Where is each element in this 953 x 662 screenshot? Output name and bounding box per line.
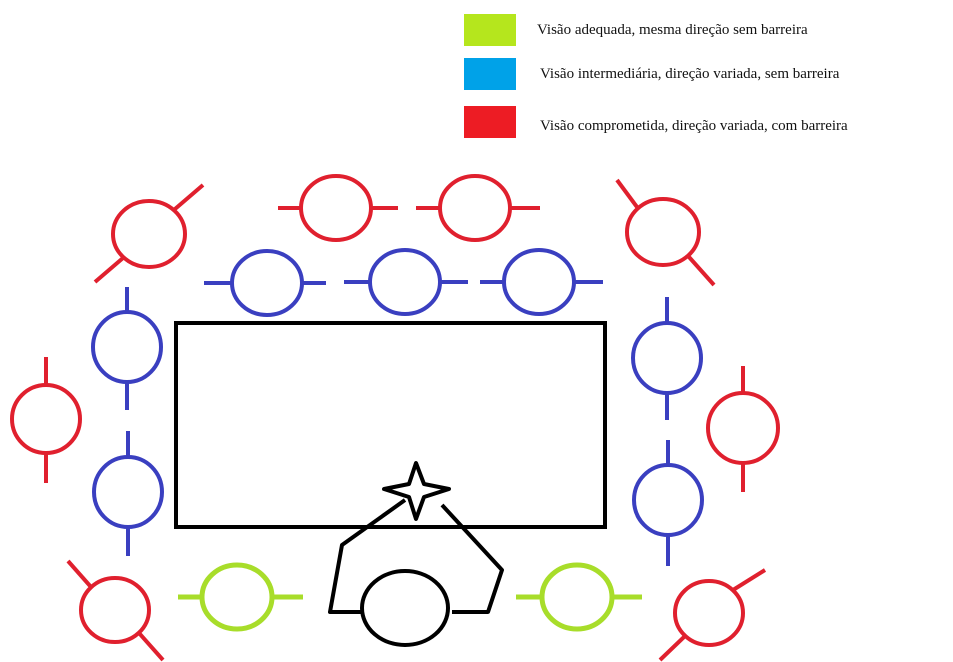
table-rectangle — [174, 321, 607, 529]
star-icon — [382, 461, 451, 521]
legend-label-compromised: Visão comprometida, direção variada, com… — [540, 118, 848, 134]
seat-compromised — [658, 568, 767, 662]
instructor-head — [360, 569, 450, 647]
legend-swatch-intermediate — [464, 58, 516, 90]
instructor-figure — [328, 461, 504, 647]
seat-intermediate — [344, 248, 468, 316]
legend-swatch-compromised — [464, 106, 516, 138]
seat-compromised — [66, 559, 165, 662]
seat-intermediate — [631, 297, 703, 420]
seat-intermediate — [632, 440, 704, 566]
seat-compromised — [10, 357, 82, 483]
seat-intermediate — [91, 287, 163, 410]
seat-intermediate — [480, 248, 603, 316]
seat-compromised — [278, 174, 398, 242]
instructor-body-right — [440, 503, 504, 614]
seat-compromised — [416, 174, 540, 242]
legend-label-adequate: Visão adequada, mesma direção sem barrei… — [537, 22, 808, 38]
seat-intermediate — [92, 431, 164, 556]
seat-intermediate — [204, 249, 326, 317]
legend-swatch-adequate — [464, 14, 516, 46]
seat-compromised — [93, 183, 205, 284]
seat-adequate — [178, 562, 303, 632]
legend-label-intermediate: Visão intermediária, direção variada, se… — [540, 66, 840, 82]
seat-adequate — [516, 562, 642, 632]
instructor-body-left — [328, 498, 407, 614]
seat-compromised — [615, 178, 716, 287]
seat-compromised — [706, 366, 780, 492]
